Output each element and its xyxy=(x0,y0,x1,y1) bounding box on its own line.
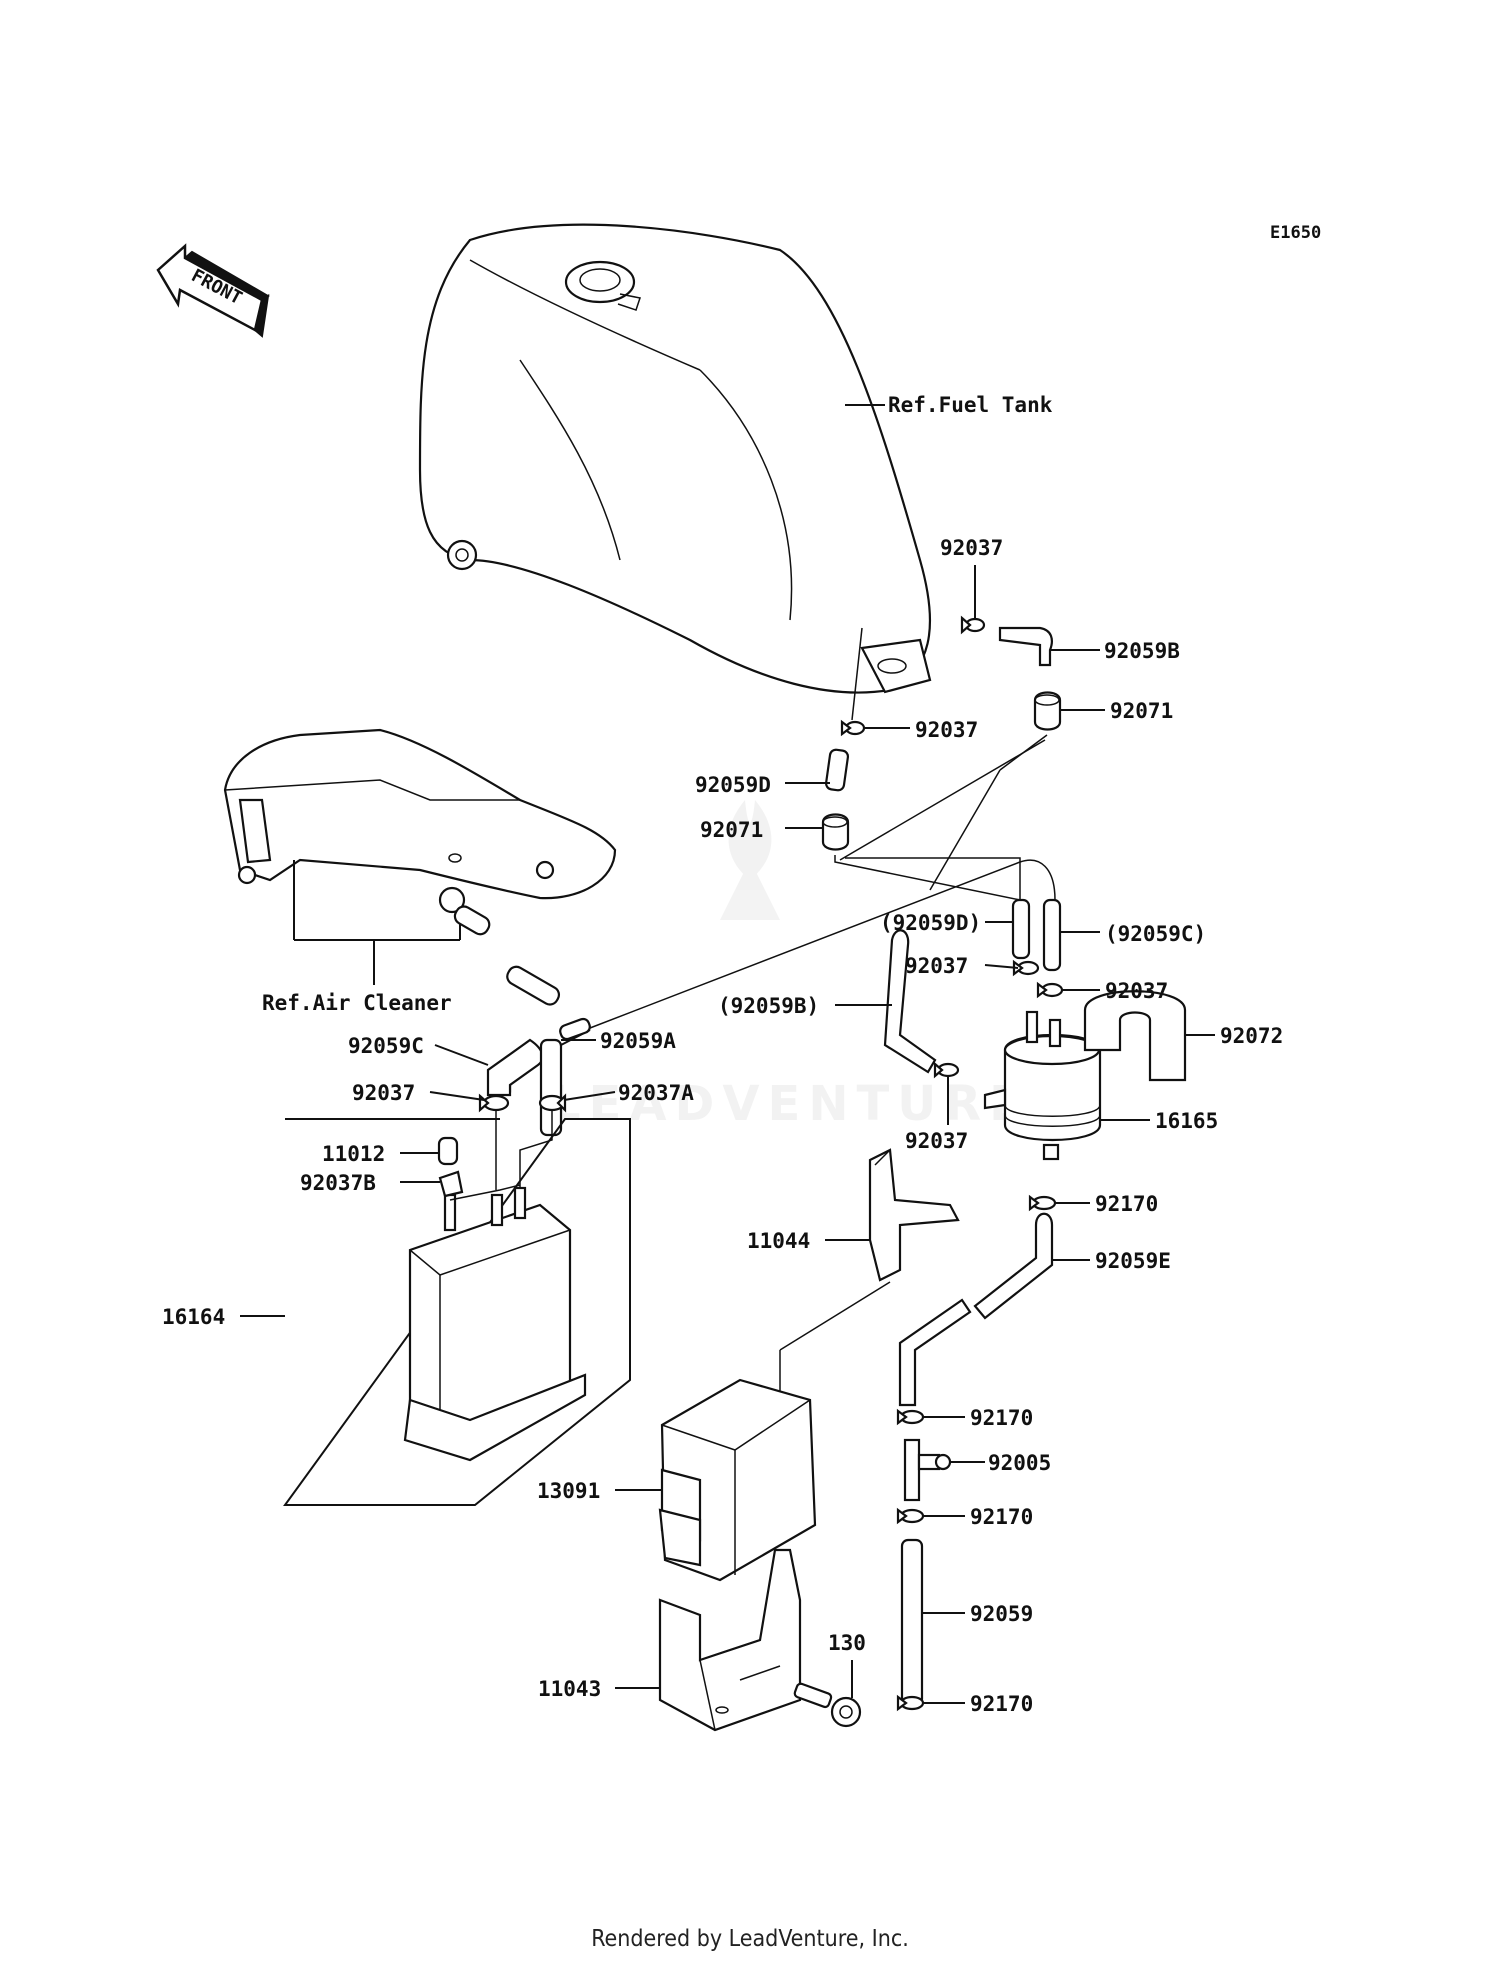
label-92037-mid: 92037 xyxy=(915,718,978,742)
diagram-code: E1650 xyxy=(1270,223,1321,243)
clamp-92170-b xyxy=(896,1408,925,1426)
label-130: 130 xyxy=(828,1631,866,1655)
grommet-92071-right xyxy=(1033,691,1062,731)
leader-lines xyxy=(400,565,1215,1704)
clamp-92037-top xyxy=(960,615,986,635)
label-92037-top: 92037 xyxy=(940,536,1003,560)
tjoint-92005 xyxy=(903,1438,952,1502)
label-11012: 11012 xyxy=(322,1142,385,1166)
label-92037-c: 92037 xyxy=(352,1081,415,1105)
canister-group-box xyxy=(283,1118,631,1506)
front-arrow-icon: FRONT xyxy=(156,243,270,338)
ref-fuel-tank: Ref.Fuel Tank xyxy=(888,393,1053,417)
hose-92059E-lower xyxy=(898,1298,972,1407)
hose-92059B-ref xyxy=(883,929,937,1074)
label-92037A: 92037A xyxy=(618,1081,694,1105)
canister-16164 xyxy=(403,1184,587,1462)
clamp-92037-b xyxy=(1036,981,1064,999)
ref-air-cleaner: Ref.Air Cleaner xyxy=(262,991,452,1015)
bolt-130-icon xyxy=(793,1682,862,1728)
bracket-92072 xyxy=(1083,990,1187,1082)
label-92059D: 92059D xyxy=(695,773,771,797)
routing-line xyxy=(589,859,1056,1029)
label-16164: 16164 xyxy=(162,1305,225,1329)
clamp-92037-left xyxy=(478,1093,510,1113)
label-92072: 92072 xyxy=(1220,1024,1283,1048)
label-92059B: 92059B xyxy=(1104,639,1180,663)
hose-92059A xyxy=(539,1038,563,1137)
air-cleaner-fitting-icon xyxy=(438,886,491,936)
clamp-92037-mid xyxy=(840,719,866,737)
label-92170-b: 92170 xyxy=(970,1406,1033,1430)
footer-credit: Rendered by LeadVenture, Inc. xyxy=(591,1926,909,1952)
label-11044: 11044 xyxy=(747,1229,810,1253)
label-92059C: 92059C xyxy=(348,1034,424,1058)
watermark-logo: LEADVENTURE xyxy=(550,800,1030,1132)
clamp-92037A xyxy=(538,1093,567,1113)
hose-92059C-ref xyxy=(1042,898,1062,972)
clamp-92037B xyxy=(438,1170,464,1198)
label-92037-a: 92037 xyxy=(905,954,968,978)
label-92037-d: 92037 xyxy=(905,1129,968,1153)
svg-text:LEADVENTURE: LEADVENTURE xyxy=(550,1076,1030,1132)
bracket-11043 xyxy=(658,1548,802,1732)
holder-13091 xyxy=(658,1378,817,1582)
hose-92059D xyxy=(824,748,850,792)
fuel-tank-outline xyxy=(418,223,932,694)
fuel-filter-16165 xyxy=(983,1010,1102,1161)
air-cleaner-outline xyxy=(223,728,617,900)
label-92059: 92059 xyxy=(970,1602,1033,1626)
label-16165: 16165 xyxy=(1155,1109,1218,1133)
label-92059E: 92059E xyxy=(1095,1249,1171,1273)
label-92170-c: 92170 xyxy=(970,1505,1033,1529)
label-92059C-paren: (92059C) xyxy=(1105,922,1206,946)
clamp-92170-a xyxy=(1028,1194,1057,1212)
label-11043: 11043 xyxy=(538,1677,601,1701)
hose-92059E xyxy=(973,1212,1054,1320)
hose-segment xyxy=(506,965,561,1006)
label-92005: 92005 xyxy=(988,1451,1051,1475)
label-92059A: 92059A xyxy=(600,1029,676,1053)
label-92071-right: 92071 xyxy=(1110,699,1173,723)
label-92059D-paren: (92059D) xyxy=(880,911,981,935)
hose-92059D-ref xyxy=(1011,898,1031,960)
label-92170-d: 92170 xyxy=(970,1692,1033,1716)
hose-92059B xyxy=(998,626,1053,667)
grommet-92071-left xyxy=(821,813,850,851)
label-92071-left: 92071 xyxy=(700,818,763,842)
clamp-92037-d xyxy=(933,1061,960,1079)
label-92037-b: 92037 xyxy=(1105,979,1168,1003)
cap-11012 xyxy=(437,1136,459,1166)
label-92037B: 92037B xyxy=(300,1171,376,1195)
hose-92059 xyxy=(900,1538,924,1707)
label-13091: 13091 xyxy=(537,1479,600,1503)
label-92059B-paren: (92059B) xyxy=(718,994,819,1018)
label-92170-a: 92170 xyxy=(1095,1192,1158,1216)
clamp-92170-c xyxy=(896,1507,925,1525)
clamp-92170-d xyxy=(896,1694,925,1712)
bracket-11044 xyxy=(868,1148,960,1282)
